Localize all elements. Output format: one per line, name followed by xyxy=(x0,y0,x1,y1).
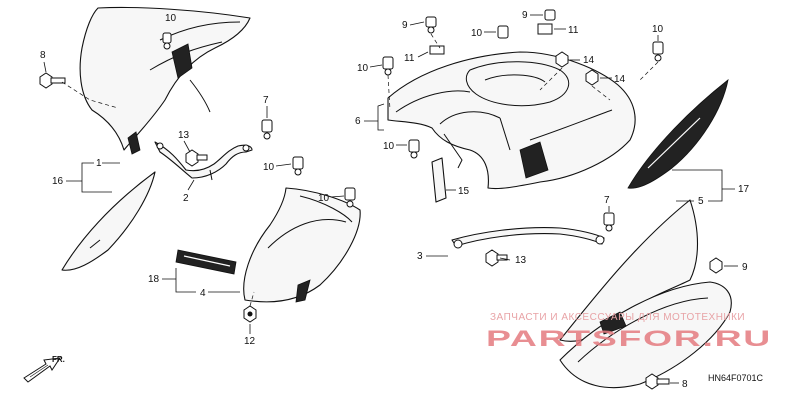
callout-10-d: 10 xyxy=(471,28,483,39)
callout-11-b: 11 xyxy=(568,25,579,36)
callout-7-b: 7 xyxy=(604,195,610,206)
callout-9-a: 9 xyxy=(402,20,408,31)
stay-bracket-3 xyxy=(451,227,605,249)
callout-18: 18 xyxy=(148,274,160,285)
callout-10-c: 10 xyxy=(318,193,330,204)
callout-17: 17 xyxy=(738,184,750,195)
callout-8-b: 8 xyxy=(682,379,688,390)
callout-10-f: 10 xyxy=(652,24,664,35)
bolt-10-tank-lower xyxy=(408,139,420,159)
nut-14-upper xyxy=(555,51,569,68)
bolt-10-tank-right xyxy=(652,41,664,62)
callout-10-a: 10 xyxy=(165,13,177,24)
callout-11-a: 11 xyxy=(404,53,415,64)
emblem-18 xyxy=(175,249,237,275)
bolt-13-stay xyxy=(185,149,208,167)
callout-9-c: 9 xyxy=(742,262,748,273)
bolt-13-stay-3 xyxy=(485,249,508,267)
callouts: 10 8 7 13 10 1 16 2 10 18 4 12 9 10 xyxy=(40,10,750,390)
side-cover xyxy=(559,199,732,389)
callout-9-b: 9 xyxy=(522,10,528,21)
rubber-15 xyxy=(431,157,447,203)
front-top-cover xyxy=(243,187,361,303)
bolt-7-stay xyxy=(261,119,273,140)
side-stripe-5 xyxy=(627,79,729,189)
callout-13-a: 13 xyxy=(178,130,190,141)
watermark: ЗАПЧАСТИ И АКСЕССУАРЫ ДЛЯ МОТОТЕХНИКИ PA… xyxy=(486,312,772,351)
diagram-code: HN64F0701C xyxy=(708,373,764,383)
clip-11-left xyxy=(429,45,445,55)
bolt-8-screen xyxy=(39,72,66,89)
callout-6: 6 xyxy=(355,116,361,127)
windscreen xyxy=(79,6,251,155)
side-stripe-1 xyxy=(61,171,156,271)
bolt-9-tank-top-right xyxy=(537,9,556,35)
stay-bracket-2 xyxy=(154,141,253,181)
callout-7-a: 7 xyxy=(263,95,269,106)
callout-10-e: 10 xyxy=(357,63,369,74)
callout-13-b: 13 xyxy=(515,255,527,266)
fuel-tank-cover xyxy=(387,51,636,190)
callout-1: 1 xyxy=(96,158,102,169)
callout-3: 3 xyxy=(417,251,423,262)
bolt-10-cover xyxy=(292,156,304,176)
front-label: FR. xyxy=(52,355,65,364)
callout-4: 4 xyxy=(200,288,206,299)
callout-14-b: 14 xyxy=(614,74,626,85)
bolt-7-stay-3 xyxy=(603,212,615,232)
callout-5: 5 xyxy=(698,196,704,207)
bolt-9-tank-top-left xyxy=(425,16,437,34)
bolt-10-tank-left xyxy=(382,56,394,76)
bolt-10-top-cover xyxy=(344,187,356,208)
callout-15: 15 xyxy=(458,186,470,197)
watermark-tagline: ЗАПЧАСТИ И АКСЕССУАРЫ ДЛЯ МОТОТЕХНИКИ xyxy=(490,312,745,323)
callout-16: 16 xyxy=(52,176,64,187)
bolt-10-screen xyxy=(162,32,172,50)
callout-14-a: 14 xyxy=(583,55,595,66)
callout-10-g: 10 xyxy=(383,141,395,152)
watermark-brand: PARTSFOR.RU xyxy=(486,326,772,351)
callout-12: 12 xyxy=(244,336,256,347)
callout-10-b: 10 xyxy=(263,162,275,173)
callout-2: 2 xyxy=(183,193,189,204)
nut-12 xyxy=(243,305,257,323)
front-arrow: FR. xyxy=(23,355,65,383)
callout-8-a: 8 xyxy=(40,50,46,61)
bolt-10-tank-top xyxy=(497,25,509,39)
bolt-8-side xyxy=(645,373,670,390)
bolt-9-side xyxy=(709,257,723,274)
nut-14-lower xyxy=(585,69,599,86)
